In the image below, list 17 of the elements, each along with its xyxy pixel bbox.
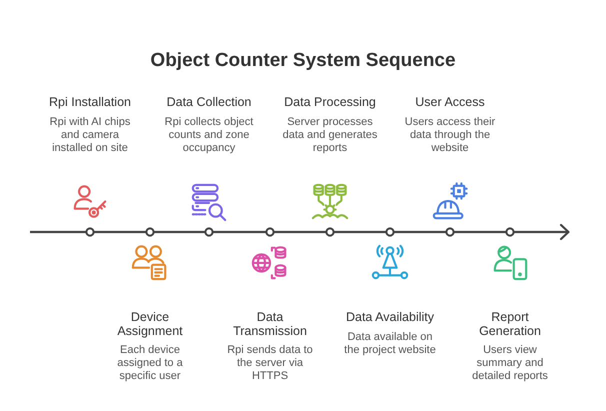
step-description: Data available on the project website xyxy=(343,330,437,356)
step-description: Rpi with AI chips and camera installed on site xyxy=(48,116,132,154)
step-description: Users view summary and detailed reports xyxy=(471,344,549,383)
step-heading: Report Generation xyxy=(478,311,542,338)
step-description: Server processes data and generates reports xyxy=(282,116,378,154)
step-heading: Rpi Installation xyxy=(48,96,132,110)
step-heading: Data Collection xyxy=(166,96,252,110)
step-heading: User Access xyxy=(414,96,486,110)
step-heading: Device Assignment xyxy=(116,311,184,338)
step-heading: Data Availability xyxy=(344,311,435,324)
step-description: Rpi sends data to the server via HTTPS xyxy=(226,344,314,383)
step-heading: Data Processing xyxy=(283,96,377,110)
step-description: Rpi collects object counts and zone occupancy xyxy=(164,116,254,154)
step-heading: Data Transmission xyxy=(232,311,308,338)
step-description: Each device assigned to a specific user xyxy=(116,344,184,383)
step-description: Users access their data through the website xyxy=(404,116,496,154)
diagram-title: Object Counter System Sequence xyxy=(149,49,457,73)
